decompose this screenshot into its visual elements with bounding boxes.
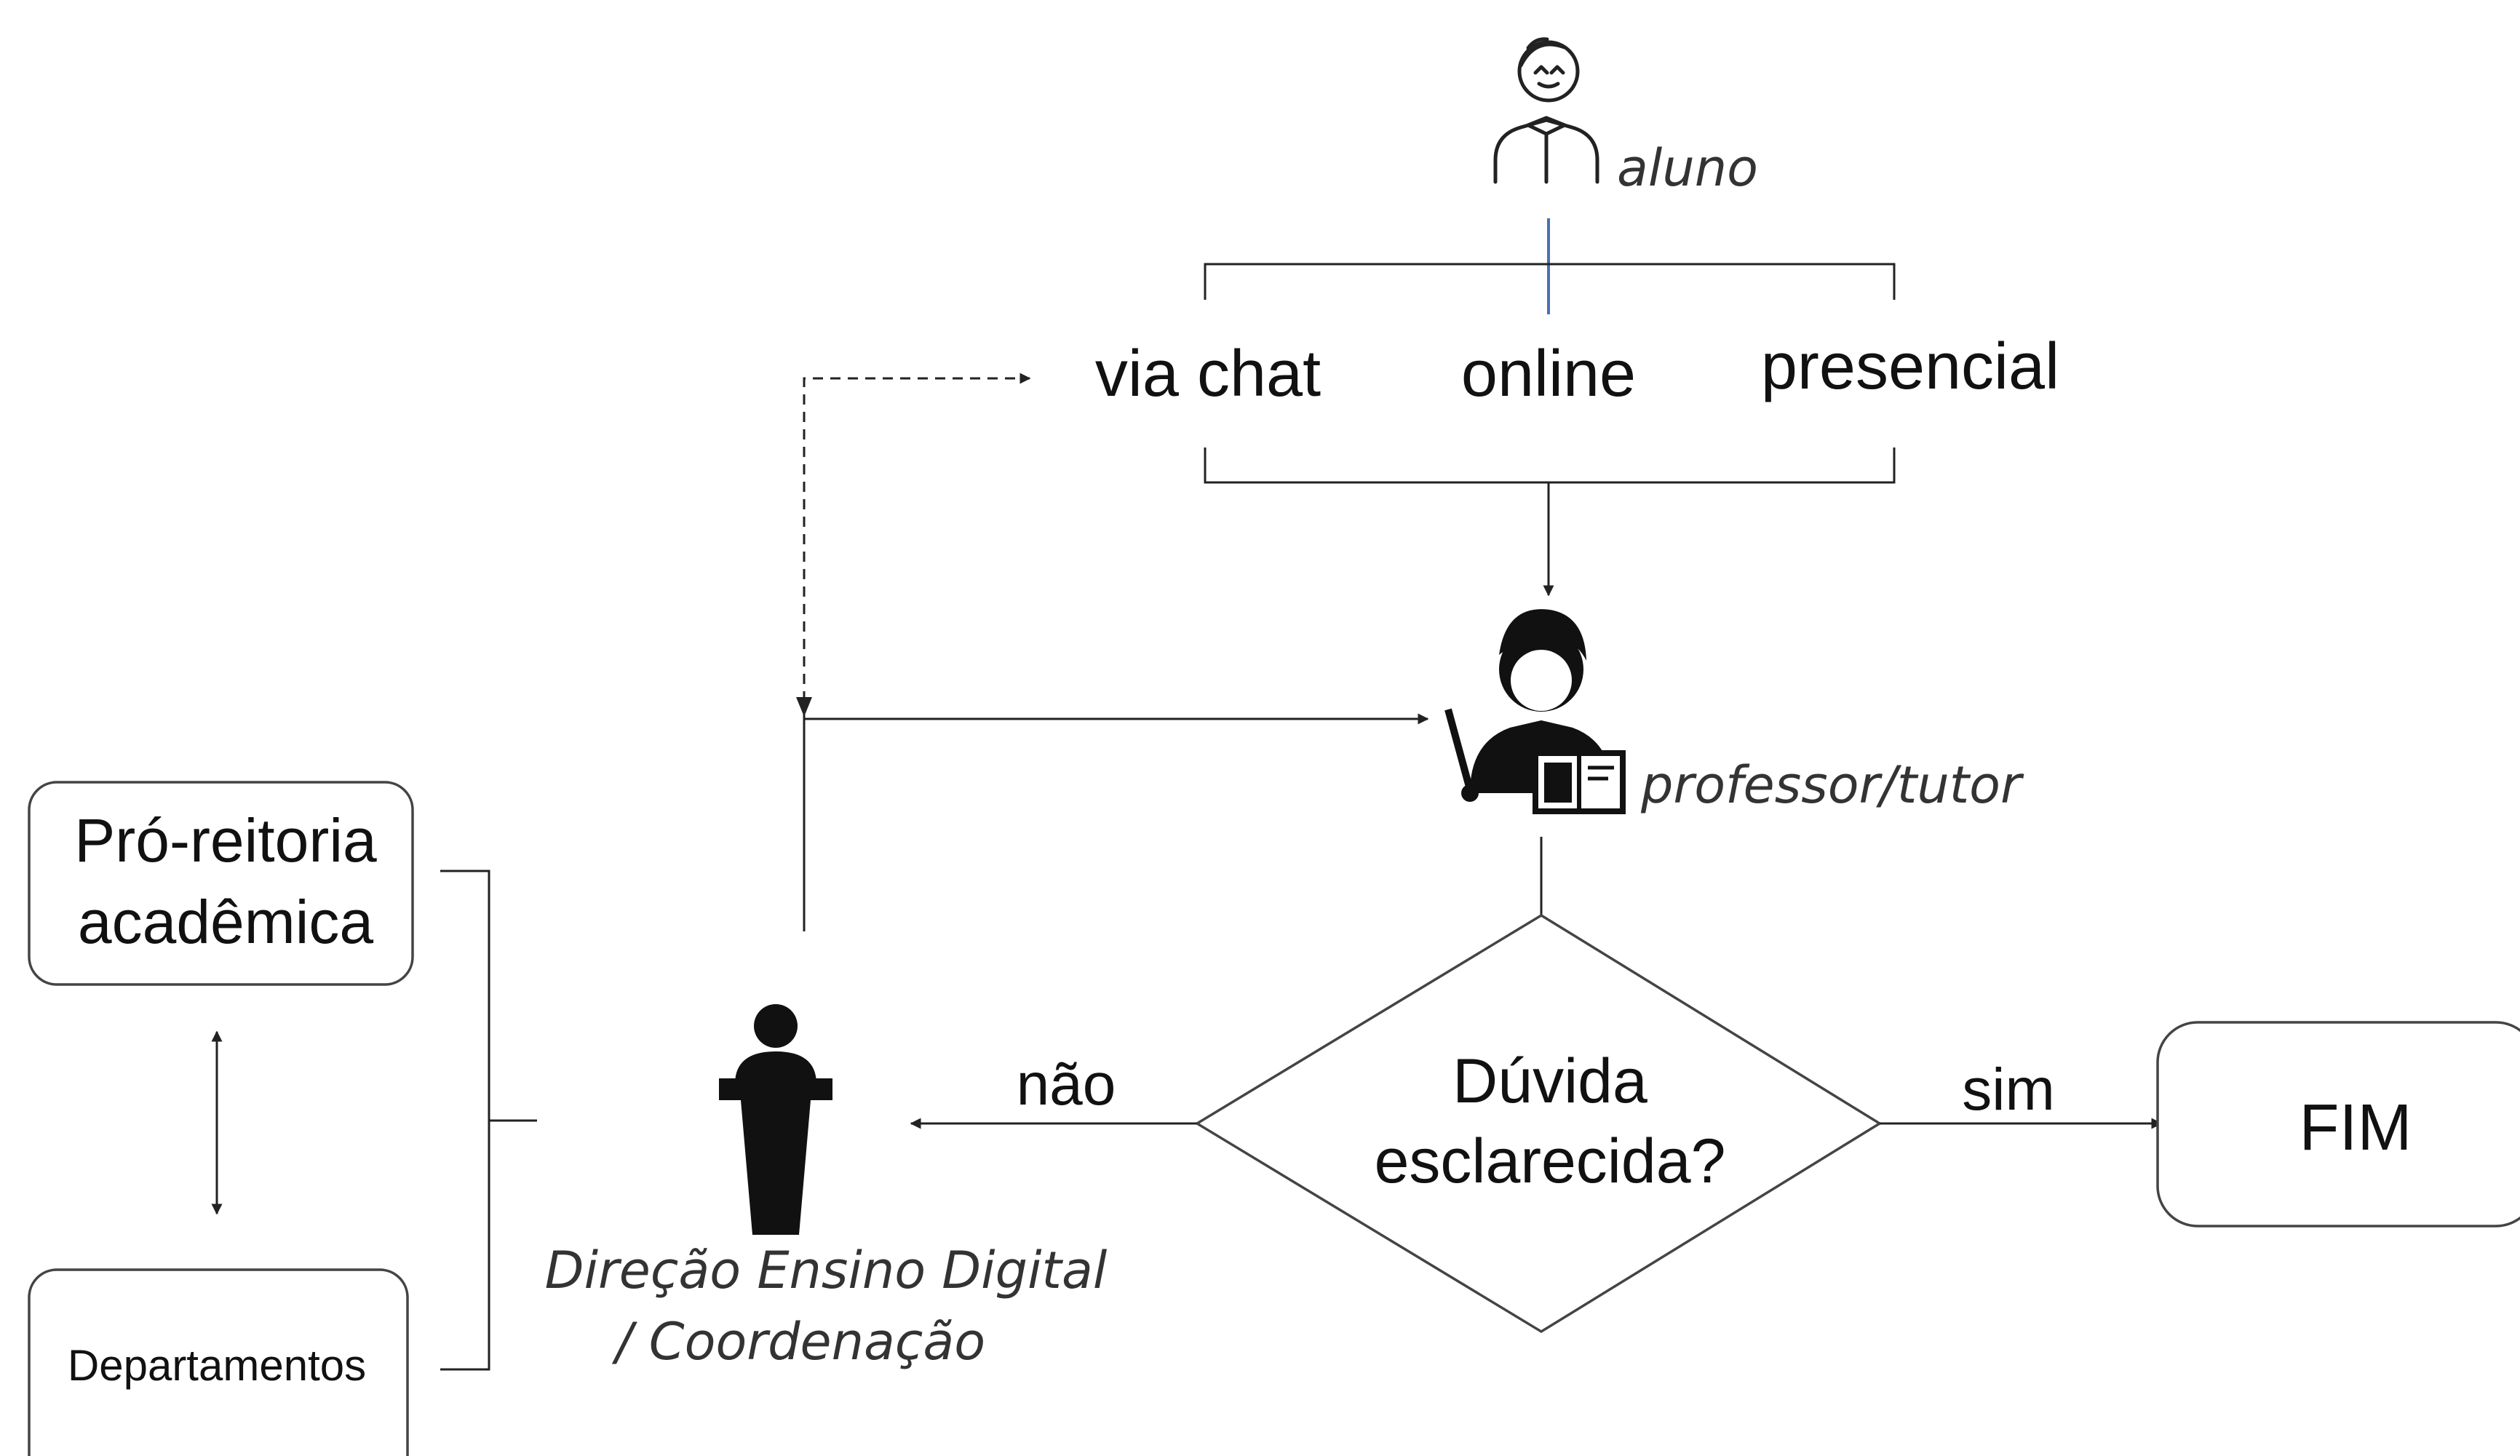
end-box [2156,1021,2520,1228]
teacher-label: professor/tutor [1640,755,2024,815]
channel-presencial: presencial [1761,330,2059,403]
student-label: aluno [1617,138,1758,198]
podium-icon [719,1004,832,1235]
decision-question-line2: esclarecida? [1375,1126,1726,1196]
teacher-icon [1444,609,1626,814]
channel-via-chat: via chat [1095,338,1321,410]
connector-dashed-arrowhead-down [796,697,812,717]
decision-diamond [1194,913,1883,1334]
departamentos-label: Departamentos [68,1341,366,1390]
pro-reitoria-label-line2: acadêmica [78,888,374,956]
pro-reitoria-label-line1: Pró-reitoria [74,806,377,875]
end-label: FIM [2300,1091,2412,1164]
connector-direction-to-channels-dashed [803,373,1031,719]
decision-yes-label: sim [1962,1057,2055,1123]
decision-question-line1: Dúvida [1452,1046,1647,1116]
direction-label-line1: Direção Ensino Digital [545,1241,1108,1300]
org-bracket [440,870,490,1371]
decision-no-label: não [1017,1051,1116,1118]
channel-bracket-top [1204,263,1896,300]
direction-label-line2: / Coordenação [611,1312,985,1372]
channel-bracket-bottom [1204,447,1896,484]
student-icon [1493,37,1599,184]
pro-reitoria-box [28,781,414,986]
connector-direction-to-teacher [803,713,1429,931]
channel-online: online [1461,338,1636,410]
departamentos-box [28,1268,409,1456]
